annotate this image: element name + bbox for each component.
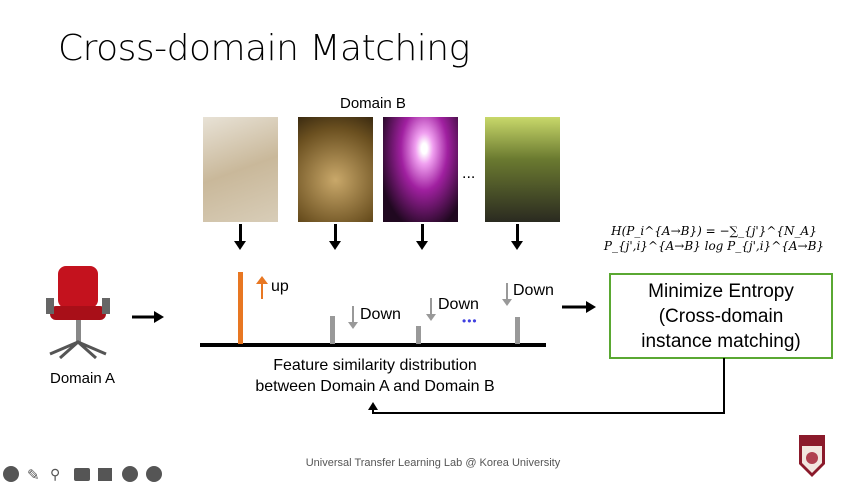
orange-similarity-bar [238,272,243,344]
down-arrow-icon [348,306,358,329]
down-arrow [234,224,246,250]
more-options-icon[interactable] [122,466,138,482]
distribution-baseline [200,343,546,347]
captions-icon[interactable] [74,468,90,481]
gray-similarity-bar [416,326,421,344]
distribution-caption: Feature similarity distribution between … [230,355,520,397]
footer-text: Universal Transfer Learning Lab @ Korea … [305,457,561,469]
right-arrow [562,301,596,313]
down-arrow-icon [426,298,436,321]
minimize-entropy-box: Minimize Entropy (Cross-domain instance … [609,273,833,359]
caption-line: between Domain A and Domain B [255,378,495,395]
right-arrow [132,311,164,323]
down-arrow [329,224,341,250]
up-arrow-icon [256,276,268,299]
previous-slide-icon[interactable] [3,466,19,482]
caption-line: Feature similarity distribution [273,357,477,374]
slide-title: Cross-domain Matching [58,28,470,69]
next-slide-icon[interactable] [146,466,162,482]
down-arrow [416,224,428,250]
lamp-image [485,117,560,222]
entropy-box-line: Minimize Entropy [648,281,794,302]
entropy-box-line: (Cross-domain [658,306,784,327]
down-arrow-icon [502,283,512,306]
korea-university-logo [799,435,825,477]
entropy-box-line: instance matching) [641,331,801,352]
pen-icon[interactable]: ✎ [27,467,40,484]
entropy-formula: H(P_i^{A→B}) = −∑_{j'}^{N_A} P_{j',i}^{A… [603,224,825,253]
gray-similarity-bar [330,316,335,344]
up-label: up [271,278,289,295]
candle-image [383,117,458,222]
zoom-icon[interactable]: ⚲ [50,466,61,482]
chair-sketch-image [203,117,278,222]
down-label: Down [360,306,401,323]
video-icon[interactable] [98,468,112,481]
blue-dots: ••• [462,314,478,328]
down-arrow [511,224,523,250]
gray-similarity-bar [515,317,520,344]
bed-image [298,117,373,222]
red-office-chair-image [46,266,110,360]
domain-a-label: Domain A [50,370,116,387]
feedback-arrow [368,358,725,414]
domain-b-label: Domain B [340,95,406,112]
ellipsis: ... [462,165,476,182]
down-label: Down [513,282,554,299]
down-label: Down [438,296,479,313]
